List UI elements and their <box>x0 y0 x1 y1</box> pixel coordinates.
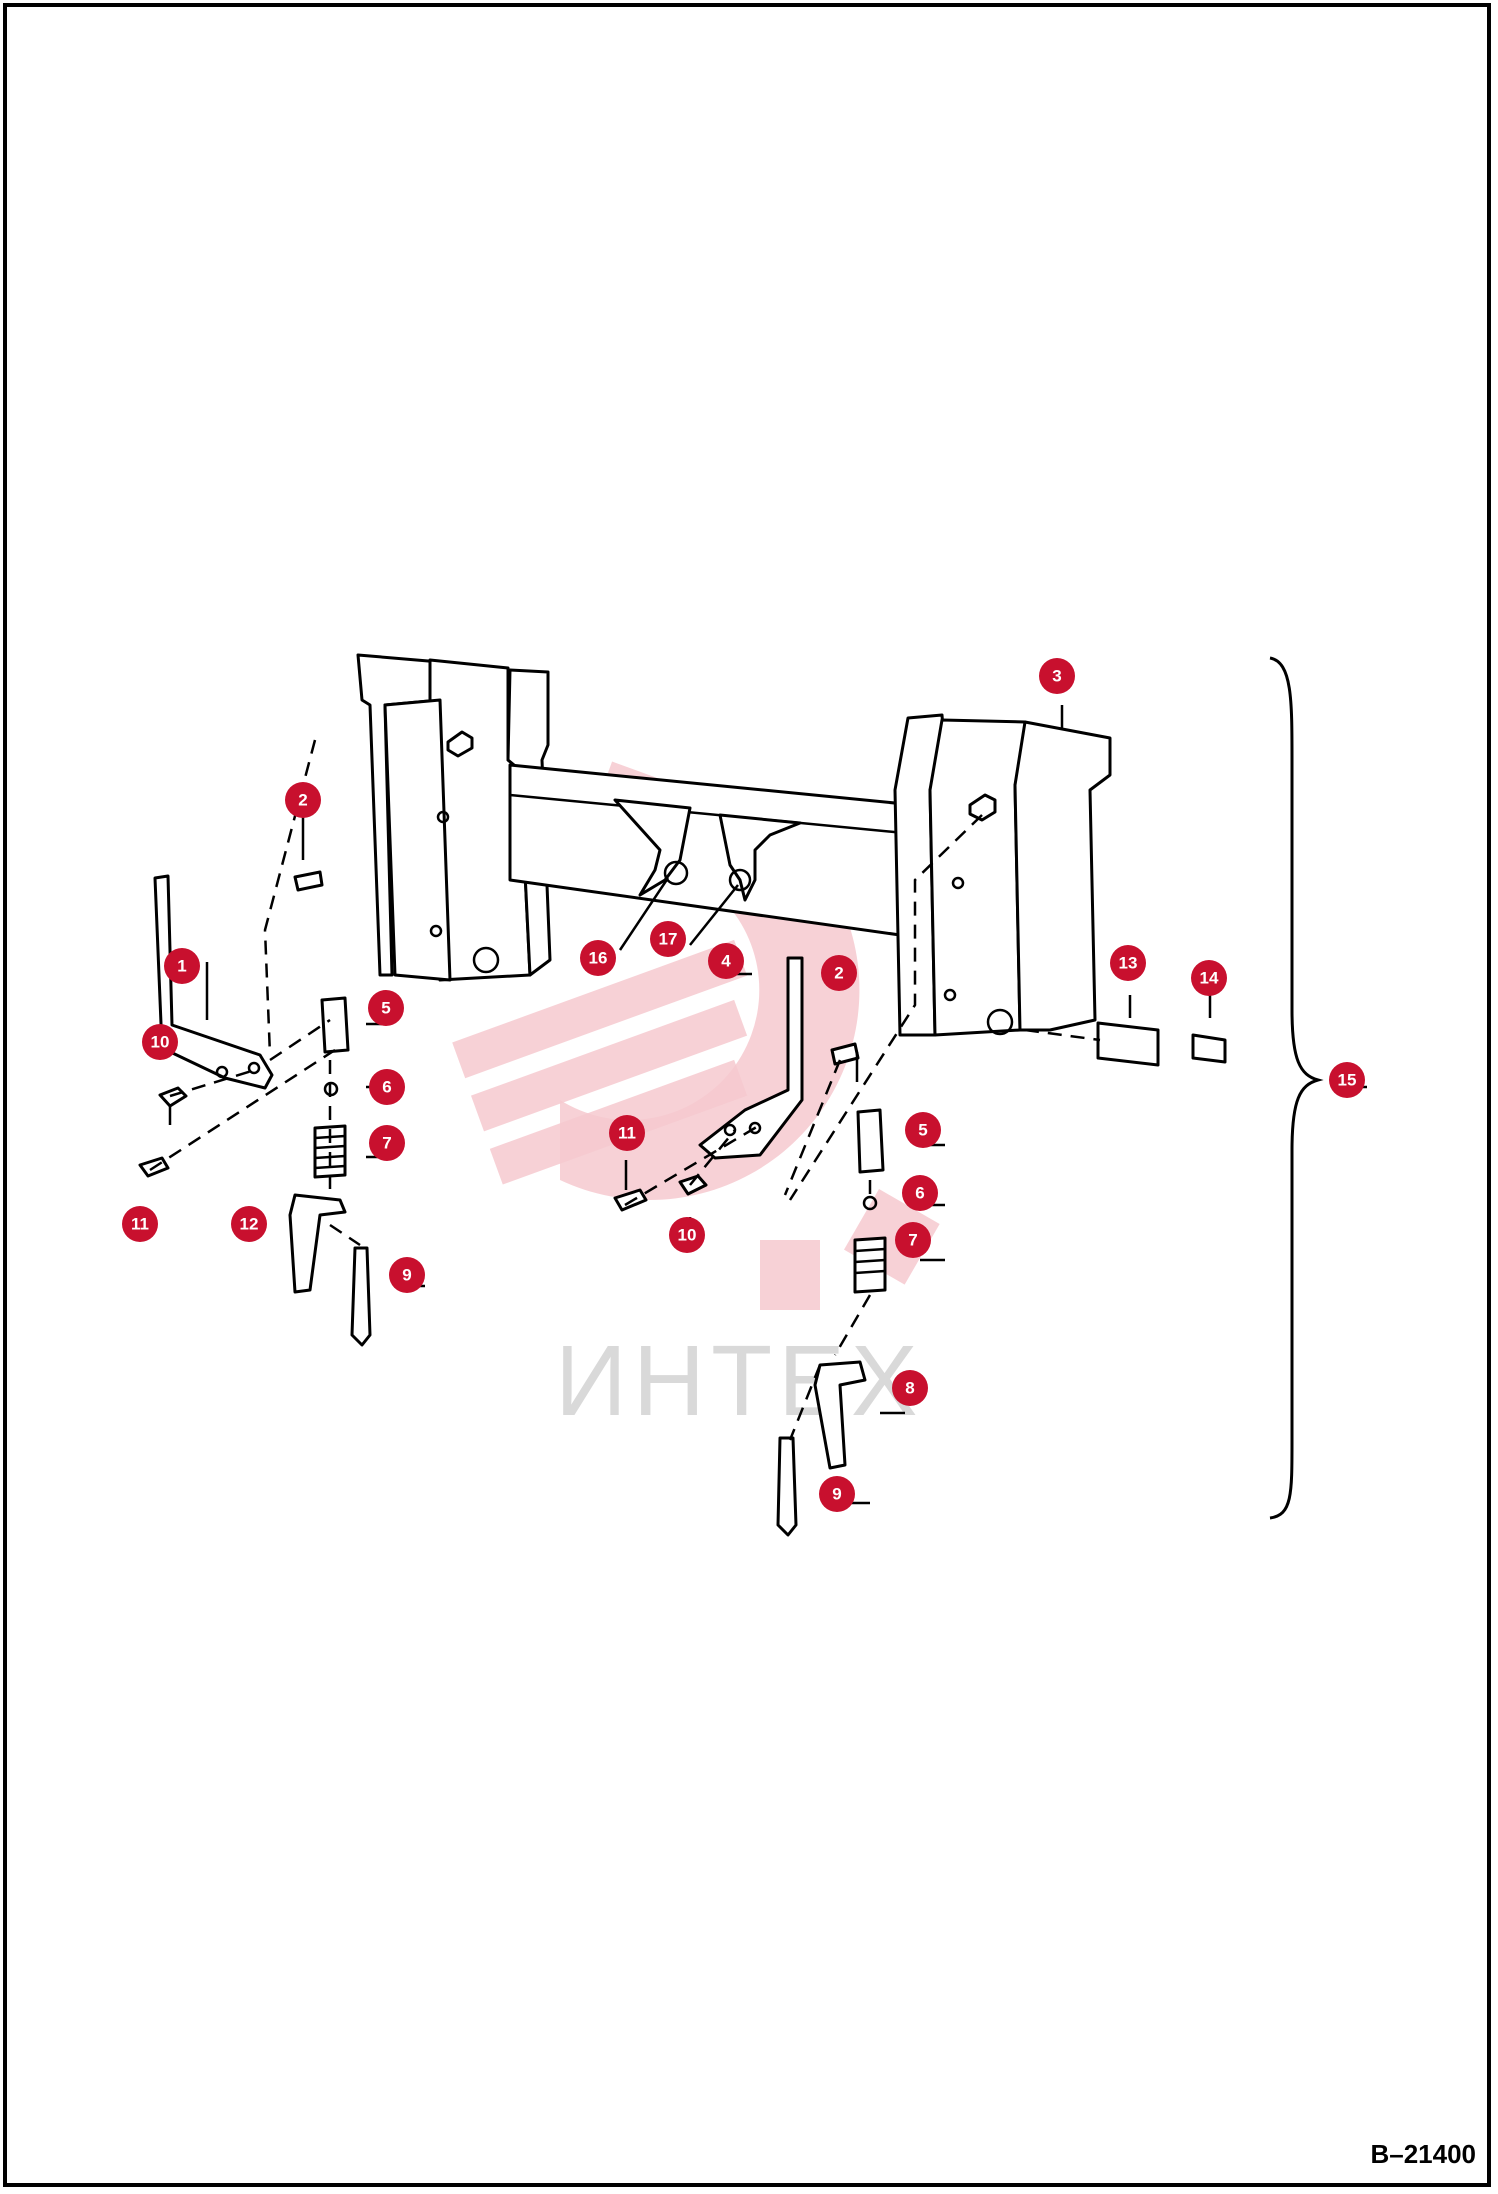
svg-text:1: 1 <box>177 957 186 976</box>
svg-text:6: 6 <box>382 1078 391 1097</box>
svg-text:2: 2 <box>834 964 843 983</box>
callout-16: 16 <box>580 940 616 976</box>
callout-1: 1 <box>164 948 200 984</box>
svg-text:9: 9 <box>832 1485 841 1504</box>
callout-6-left: 6 <box>369 1069 405 1105</box>
svg-text:9: 9 <box>402 1266 411 1285</box>
callout-5-right: 5 <box>905 1112 941 1148</box>
assembly-brace <box>1269 656 1324 1520</box>
svg-text:6: 6 <box>915 1184 924 1203</box>
callout-10-right: 10 <box>669 1217 705 1253</box>
svg-text:3: 3 <box>1052 667 1061 686</box>
svg-text:15: 15 <box>1338 1071 1357 1090</box>
callout-14: 14 <box>1191 960 1227 996</box>
svg-text:4: 4 <box>721 952 731 971</box>
svg-text:11: 11 <box>618 1124 636 1143</box>
svg-text:16: 16 <box>589 949 608 968</box>
svg-text:17: 17 <box>659 930 678 949</box>
svg-text:5: 5 <box>918 1121 927 1140</box>
callout-4: 4 <box>708 943 744 979</box>
callout-7-right: 7 <box>895 1222 931 1258</box>
callout-17: 17 <box>650 921 686 957</box>
svg-text:11: 11 <box>131 1215 149 1234</box>
callouts: 1 2 2 3 4 5 5 6 6 7 7 8 9 9 10 10 11 11 … <box>122 658 1365 1512</box>
diagram-frame <box>3 3 1491 2187</box>
callout-2-left: 2 <box>285 782 321 818</box>
svg-text:5: 5 <box>381 999 390 1018</box>
svg-text:13: 13 <box>1119 954 1138 973</box>
svg-text:10: 10 <box>151 1033 170 1052</box>
callout-15: 15 <box>1329 1062 1365 1098</box>
svg-text:2: 2 <box>298 791 307 810</box>
callout-12: 12 <box>231 1206 267 1242</box>
callout-3: 3 <box>1039 658 1075 694</box>
mounting-frame <box>356 653 1112 1037</box>
callout-5-left: 5 <box>368 990 404 1026</box>
svg-text:12: 12 <box>240 1215 259 1234</box>
svg-text:7: 7 <box>382 1134 391 1153</box>
callout-7-left: 7 <box>369 1125 405 1161</box>
watermark-text: ИНТЕХ <box>555 1325 924 1437</box>
callout-9-left: 9 <box>389 1257 425 1293</box>
callout-10-left: 10 <box>142 1024 178 1060</box>
svg-text:8: 8 <box>905 1379 914 1398</box>
callout-8: 8 <box>892 1370 928 1406</box>
left-assembly <box>138 739 372 1347</box>
svg-text:14: 14 <box>1200 969 1219 988</box>
reference-code: B–21400 <box>1370 2139 1476 2169</box>
callout-11-right: 11 <box>609 1115 645 1151</box>
svg-text:10: 10 <box>678 1226 697 1245</box>
callout-13: 13 <box>1110 945 1146 981</box>
callout-2-right: 2 <box>821 955 857 991</box>
callout-9-right: 9 <box>819 1476 855 1512</box>
callout-11-left: 11 <box>122 1206 158 1242</box>
callout-6-right: 6 <box>902 1175 938 1211</box>
svg-text:7: 7 <box>908 1231 917 1250</box>
